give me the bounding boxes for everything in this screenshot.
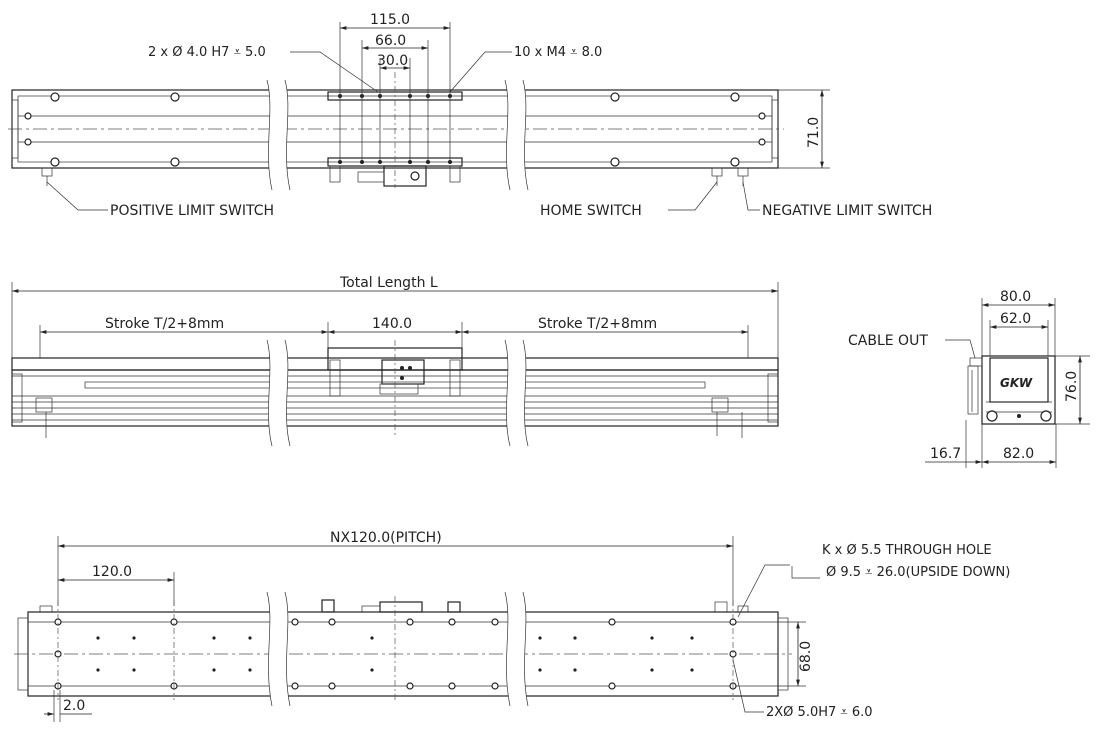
dim-80: 80.0	[1000, 289, 1031, 305]
positive-limit-label: POSITIVE LIMIT SWITCH	[110, 203, 274, 219]
side-view: Total Length L Stroke T/2+8mm 140.0 Stro…	[11, 275, 779, 447]
dowel-callout: 2XØ 5.0H7 ⩡ 6.0	[766, 705, 873, 720]
counterbore-callout: Ø 9.5 ⩡ 26.0(UPSIDE DOWN)	[826, 565, 1010, 580]
dim-16-7: 16.7	[930, 446, 961, 462]
negative-limit-label: NEGATIVE LIMIT SWITCH	[762, 203, 932, 219]
dim-68: 68.0	[798, 641, 814, 672]
dim-62: 62.0	[1000, 311, 1031, 327]
hole-grid	[96, 636, 694, 672]
carriage-length-label: 140.0	[372, 316, 412, 332]
dim-120: 120.0	[92, 564, 132, 580]
through-hole-callout: K x Ø 5.5 THROUGH HOLE	[822, 543, 992, 558]
dim-66: 66.0	[375, 33, 406, 49]
screw-callout: 10 x M4 ⩡ 8.0	[514, 45, 602, 60]
brand-logo: GKW	[1000, 376, 1033, 390]
bottom-view: NX120.0(PITCH) 120.0	[14, 530, 1010, 722]
end-profile	[981, 355, 1056, 425]
dim-2: 2.0	[63, 698, 85, 714]
dim-82: 82.0	[1003, 446, 1034, 462]
stroke-right-label: Stroke T/2+8mm	[538, 316, 657, 332]
stroke-left-label: Stroke T/2+8mm	[105, 316, 224, 332]
dim-71: 71.0	[806, 117, 822, 148]
home-switch-label: HOME SWITCH	[540, 203, 642, 219]
cable-out-label: CABLE OUT	[848, 333, 928, 349]
total-length-label: Total Length L	[339, 275, 438, 291]
pin-callout: 2 x Ø 4.0 H7 ⩡ 5.0	[148, 45, 266, 60]
dim-30: 30.0	[377, 53, 408, 69]
top-view: 115.0 66.0 30.0 71.0 2 x Ø 4.0 H7 ⩡ 5.0 …	[8, 12, 932, 219]
dim-76: 76.0	[1064, 371, 1080, 402]
pitch-label: NX120.0(PITCH)	[330, 530, 442, 546]
end-view: 80.0 62.0 GKW CABLE OUT 76.0 16.7 82.0	[848, 289, 1090, 468]
dim-115: 115.0	[370, 12, 410, 28]
